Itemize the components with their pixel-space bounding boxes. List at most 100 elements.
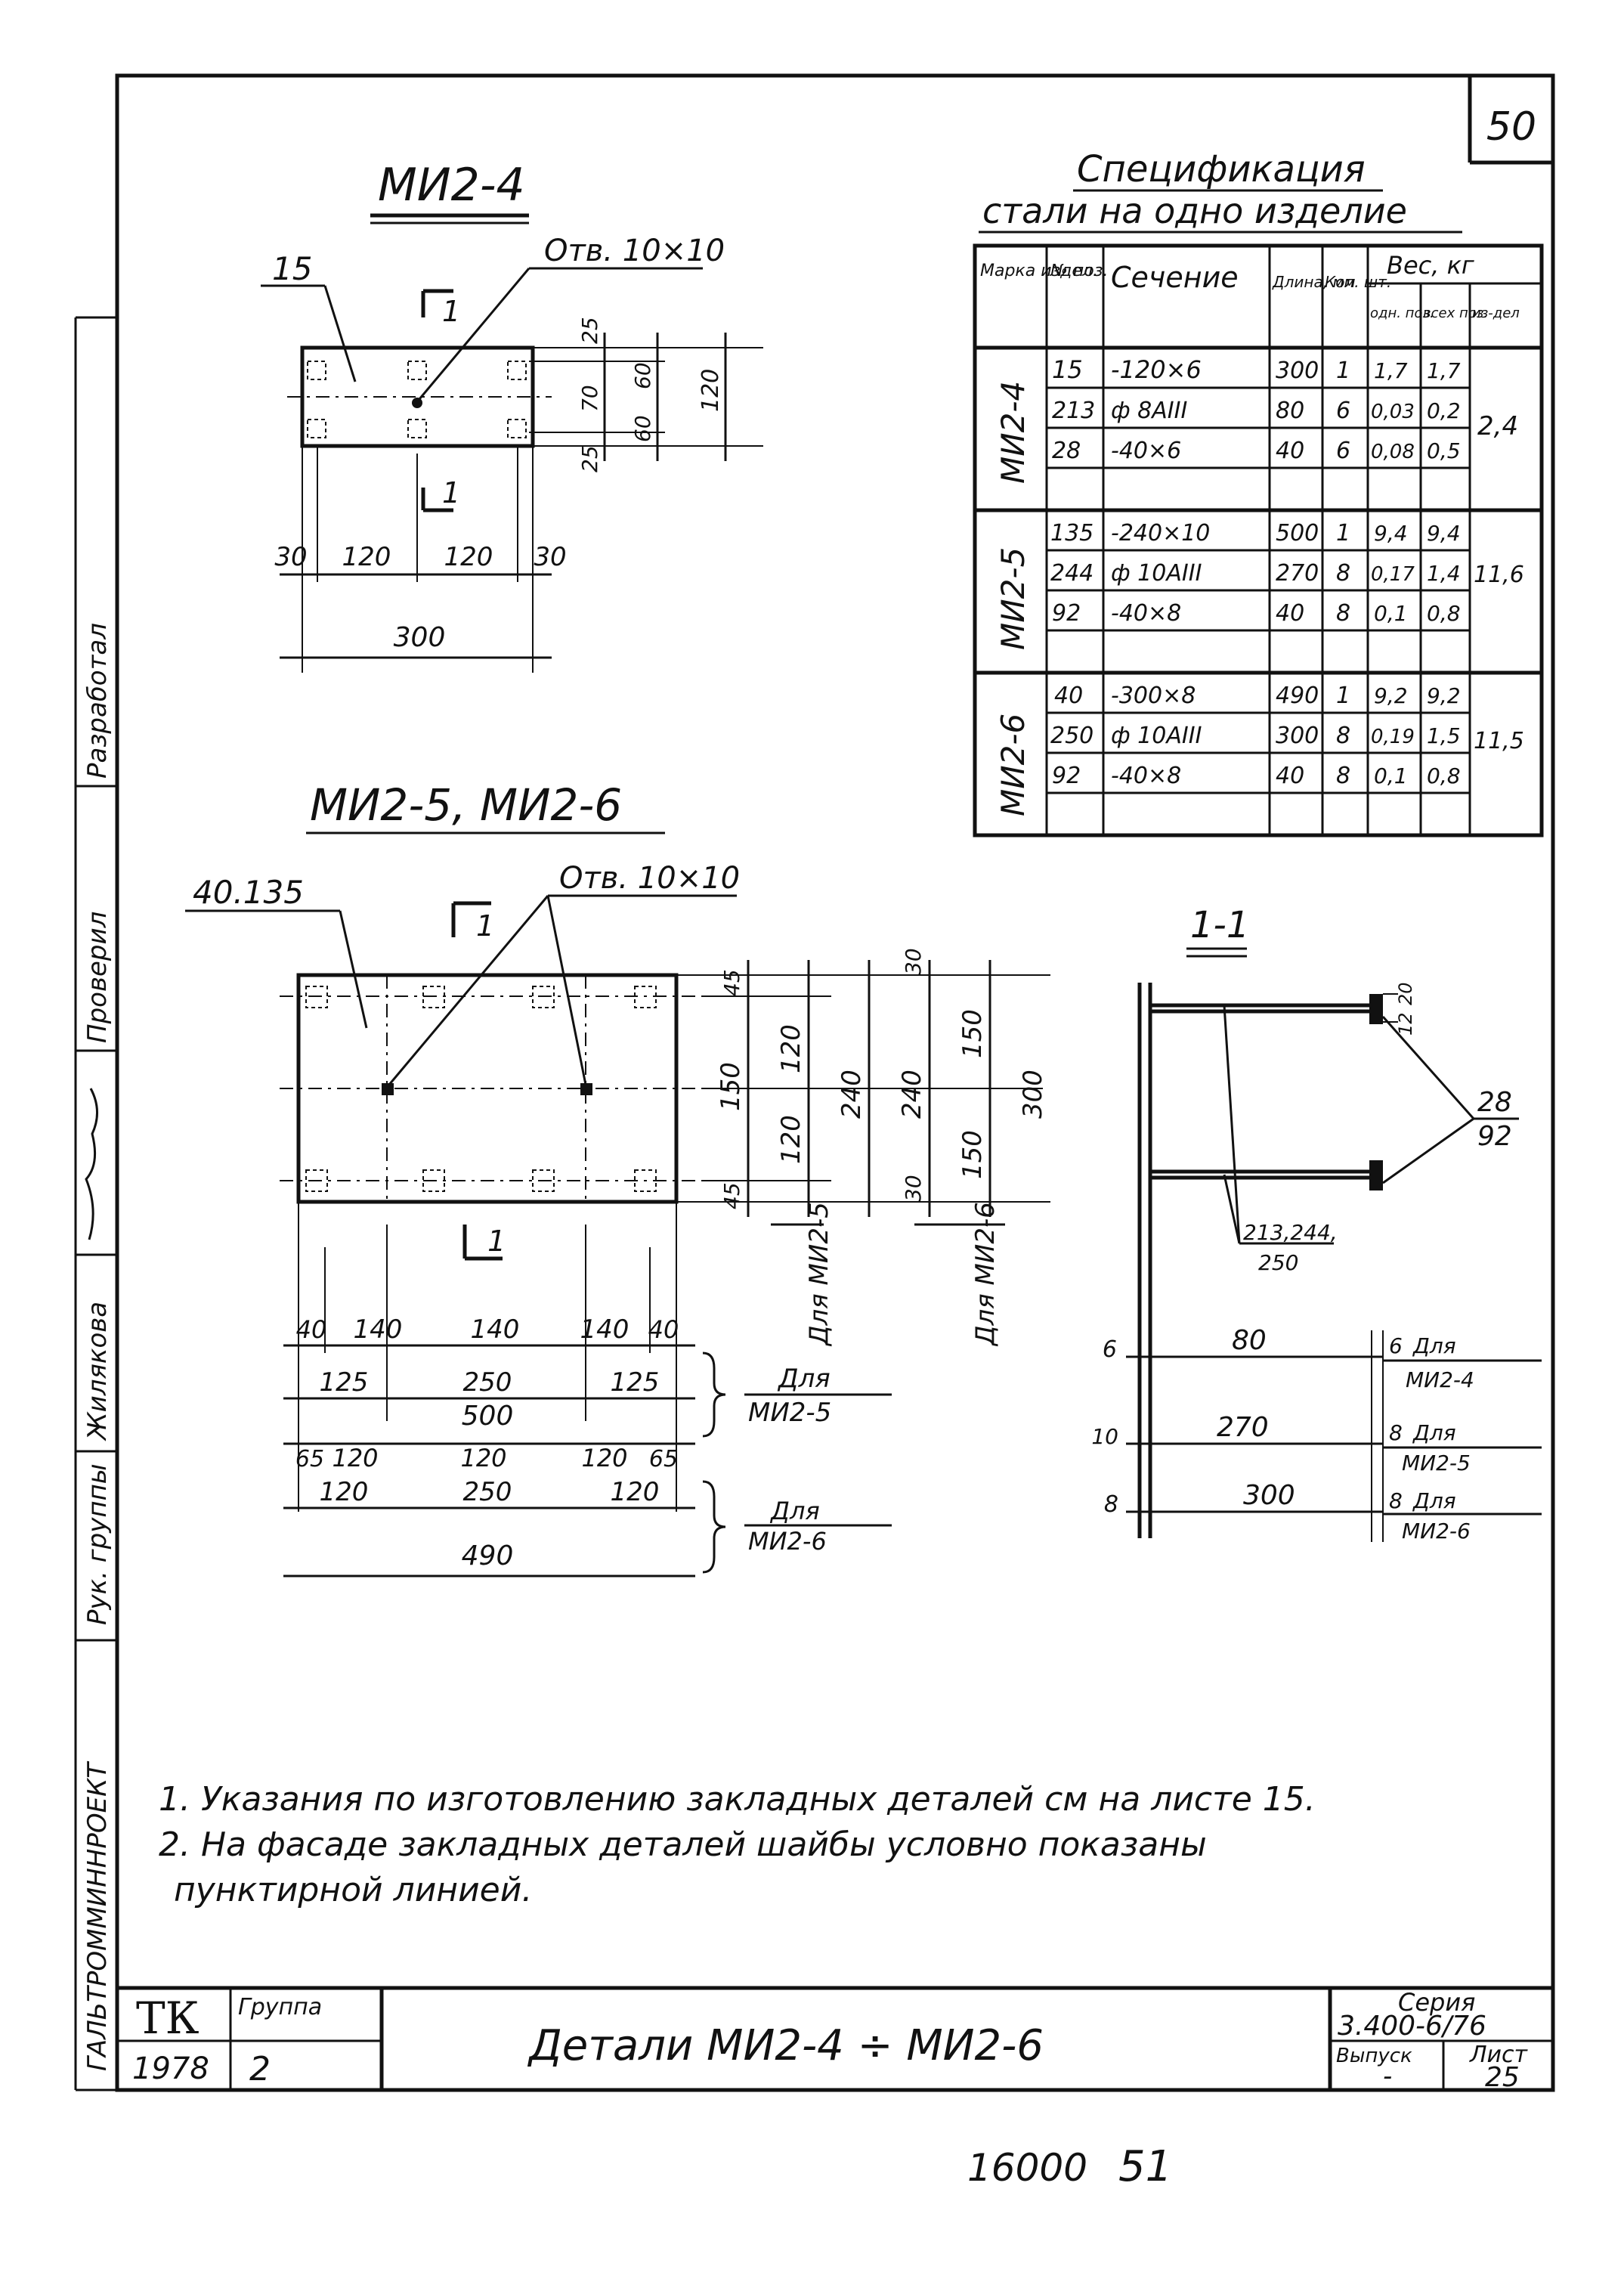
callout-92: 92 <box>1477 1121 1512 1152</box>
dim-140-a: 140 <box>354 1314 403 1345</box>
callout-bars-a: 213,244, <box>1243 1220 1338 1245</box>
dim-300-height: 300 <box>1018 1070 1048 1119</box>
total-mi2-6: 11,5 <box>1474 728 1524 754</box>
dim-150: 150 <box>716 1062 746 1111</box>
dim-25-bottom: 25 <box>577 445 602 472</box>
g2-r2-section: ф 10АIII <box>1111 560 1202 587</box>
dim-45-top: 45 <box>719 969 744 996</box>
g3-r2-section: ф 10АIII <box>1111 723 1202 749</box>
g1-r2-section: ф 8АIII <box>1111 398 1187 424</box>
section-title: 1-1 <box>1190 904 1249 946</box>
callout-28: 28 <box>1477 1087 1512 1118</box>
g3-r1-section: -300×8 <box>1111 683 1196 709</box>
left-stamp: ГАЛЬТРОММИННРОЕКТ Рук. группы Жилякова П… <box>74 316 117 2091</box>
s-row3-note-b: МИ2-6 <box>1402 1519 1471 1543</box>
tb-sheet-value: 25 <box>1485 2062 1520 2093</box>
callout-bars-b: 250 <box>1258 1250 1298 1275</box>
dim-65-right: 65 <box>649 1446 678 1472</box>
callout-hole-mi2-5-6: Отв. 10×10 <box>559 861 740 896</box>
g2-r1-w2: 9,4 <box>1427 521 1461 546</box>
dim-30-right: 30 <box>534 542 566 572</box>
weld-12: 12 <box>1395 1012 1416 1036</box>
g2-r2-length: 270 <box>1276 560 1319 587</box>
tb-issue-label: Выпуск <box>1336 2045 1412 2067</box>
hdr-weight: Вес, кг <box>1387 251 1474 280</box>
g2-r3-pos: 92 <box>1052 600 1081 627</box>
callout-part-40-135: 40.135 <box>193 874 304 911</box>
section-mark-top-1: 1 <box>442 295 460 328</box>
callout-part-15: 15 <box>272 250 312 287</box>
g2-r3-w1: 0,1 <box>1374 601 1408 626</box>
dim-120-r3a: 120 <box>332 1444 378 1472</box>
dim-250-mi5: 250 <box>463 1367 512 1398</box>
dim-150-bottom: 150 <box>957 1130 988 1179</box>
dim-240-b: 240 <box>897 1070 927 1119</box>
hdr-mark: Марка издел. <box>980 262 1098 280</box>
weld-20: 20 <box>1395 982 1416 1005</box>
stamp-developed: Разработал <box>82 623 113 779</box>
view1-title: МИ2-4 <box>378 159 525 212</box>
total-mi2-4: 2,4 <box>1477 411 1518 441</box>
plate-mi2-5-6 <box>296 973 679 1204</box>
dim-65-left: 65 <box>295 1446 324 1472</box>
s-row1-right: 6 <box>1389 1333 1403 1358</box>
dim-140-c: 140 <box>580 1314 629 1345</box>
g1-r1-w2: 1,7 <box>1427 358 1461 383</box>
s-row1-note-b: МИ2-4 <box>1406 1367 1474 1392</box>
dim-250-mi6: 250 <box>463 1477 512 1507</box>
g1-r1-qty: 1 <box>1336 358 1350 384</box>
tb-group-label: Группа <box>238 1994 322 2020</box>
g1-r2-w1: 0,03 <box>1371 401 1415 423</box>
hdr-w-item: из-дел <box>1472 305 1520 321</box>
hdr-qty: Кол. шт. <box>1325 273 1391 291</box>
g3-r1-w2: 9,2 <box>1427 683 1461 708</box>
dim-40-right: 40 <box>648 1315 679 1344</box>
dim-120-b: 120 <box>444 542 493 572</box>
note-1: 1. Указания по изготовлению закладных де… <box>159 1780 1316 1819</box>
g3-r2-length: 300 <box>1276 723 1319 749</box>
mark-mi2-5: МИ2-5 <box>995 547 1032 650</box>
g1-r1-section: -120×6 <box>1111 355 1202 384</box>
tb-series-label: Серия <box>1398 1988 1475 2017</box>
g2-r1-length: 500 <box>1276 520 1319 546</box>
note-for-a: Для <box>777 1364 831 1394</box>
s-row2-right: 8 <box>1389 1420 1403 1445</box>
g3-r3-pos: 92 <box>1052 763 1081 789</box>
g2-r3-length: 40 <box>1276 600 1304 627</box>
sheet-frame <box>115 73 1555 2092</box>
section-mark-top-2: 1 <box>476 909 494 943</box>
hdr-length: Длина, мм <box>1272 273 1356 291</box>
tb-sheet-label: Лист <box>1469 2042 1529 2068</box>
spec-title-1: Спецификация <box>1077 148 1366 190</box>
callout-hole-mi2-4: Отв. 10×10 <box>544 234 725 268</box>
hole-left <box>382 1083 394 1095</box>
sheet-number: 50 <box>1486 104 1536 150</box>
washer-bottom <box>1369 1160 1383 1190</box>
spec-group-mi2-6: МИ2-6 11,5 40 -300×8 490 1 9,2 9,2 250 ф… <box>995 683 1524 816</box>
dim-125-left: 125 <box>320 1367 369 1398</box>
tb-series-value: 3.400-6/76 <box>1338 2011 1486 2042</box>
dim-500: 500 <box>462 1401 514 1432</box>
section-mark-bottom-1: 1 <box>442 476 460 509</box>
washers-mi2-4 <box>307 361 527 438</box>
g2-r3-section: -40×8 <box>1111 600 1181 627</box>
g3-r3-section: -40×8 <box>1111 763 1181 789</box>
dim-300: 300 <box>394 622 446 653</box>
note-for-mi2-5-vertical: Для МИ2-5 <box>804 1202 834 1347</box>
g1-r3-w1: 0,08 <box>1371 441 1415 463</box>
hdr-w-one: одн. поз. <box>1370 305 1434 321</box>
view-mi2-5-6: МИ2-5, МИ2-6 40.135 Отв. 10×10 1 1 <box>185 779 1050 1578</box>
dim-120-r3c: 120 <box>581 1444 627 1472</box>
tb-title: Детали МИ2-4 ÷ МИ2-6 <box>527 2021 1044 2070</box>
tb-tk: ТК <box>136 1992 200 2044</box>
dim-25-top: 25 <box>577 317 602 344</box>
mark-mi2-4: МИ2-4 <box>995 381 1032 484</box>
g2-r1-pos: 135 <box>1050 520 1093 546</box>
spec-group-mi2-5: МИ2-5 11,6 135 -240×10 500 1 9,4 9,4 244… <box>995 520 1524 650</box>
dim-120-r4a: 120 <box>320 1477 369 1507</box>
s-row3-right: 8 <box>1389 1488 1403 1513</box>
tb-group-value: 2 <box>249 2050 271 2088</box>
g2-r2-qty: 8 <box>1336 560 1350 587</box>
dim-120-bottom: 120 <box>776 1115 806 1164</box>
stamp-name: Жилякова <box>82 1302 113 1441</box>
